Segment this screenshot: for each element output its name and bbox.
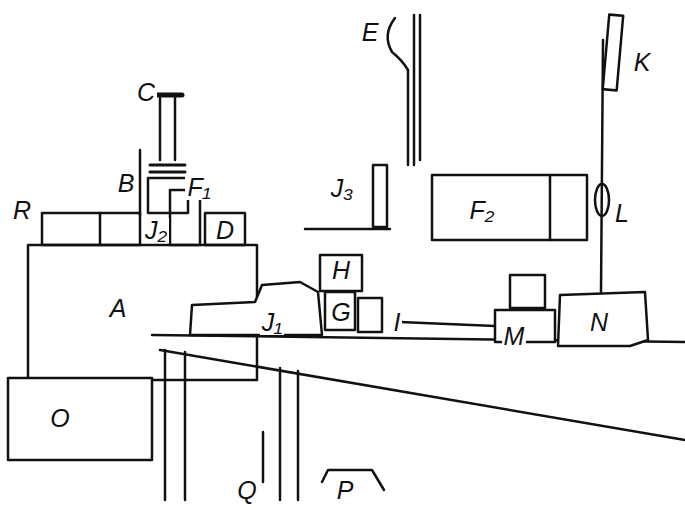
part-label: A	[108, 296, 129, 321]
part-label: C	[135, 80, 157, 105]
part-label: D	[214, 218, 236, 243]
part-label: R	[11, 198, 33, 223]
part-label: G	[329, 300, 352, 325]
part-label: F₂	[468, 198, 497, 223]
part-label: J₂	[143, 218, 169, 243]
part-label: N	[588, 310, 610, 335]
part-label: P	[335, 478, 356, 503]
part-label: I	[392, 310, 403, 335]
part-label: B	[116, 171, 137, 196]
part-label: O	[48, 406, 71, 431]
part-label: M	[502, 324, 527, 349]
part-label: F₁	[185, 175, 212, 200]
part-label: H	[330, 258, 352, 283]
part-label: J₃	[329, 176, 355, 201]
part-label: E	[360, 20, 381, 45]
part-label: L	[613, 201, 631, 226]
part-label: K	[632, 50, 653, 75]
part-label: J₁	[260, 310, 284, 335]
part-label: Q	[235, 478, 258, 503]
